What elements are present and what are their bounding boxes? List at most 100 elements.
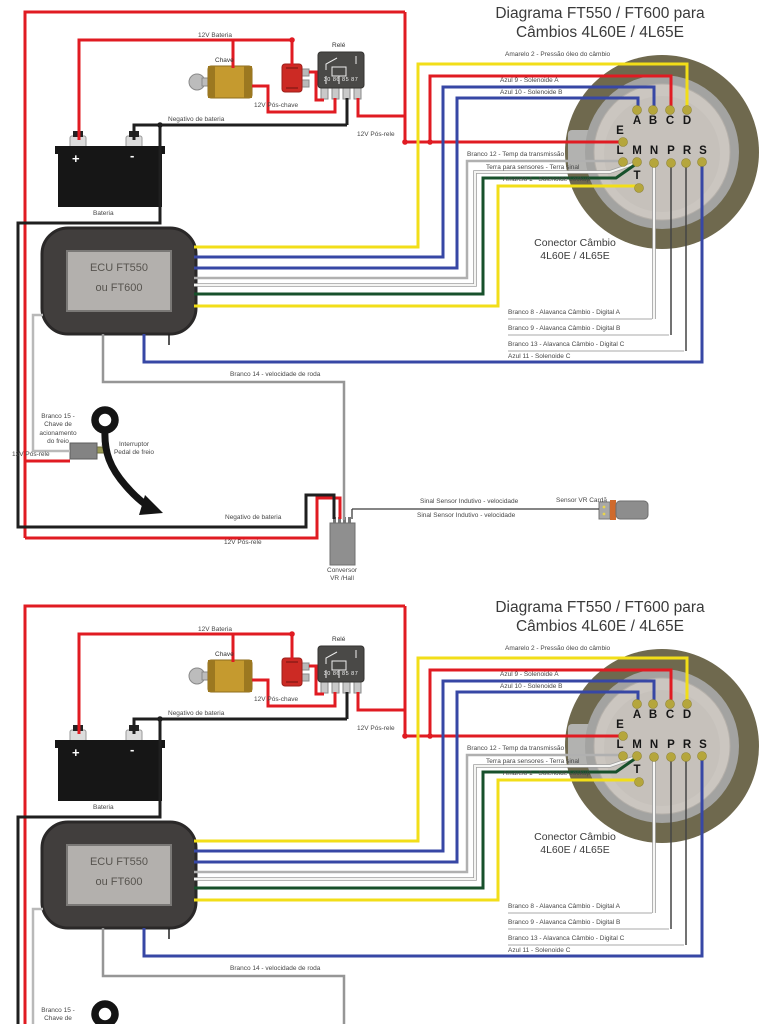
- relay-schematic: [325, 650, 357, 678]
- wire-label-azul10: Azul 10 - Solenoide B: [500, 683, 563, 690]
- pin-letter-m: M: [632, 145, 642, 157]
- relay-terminal-85: [342, 681, 351, 694]
- pedal-arm: [101, 426, 149, 508]
- junction-dot-red: [427, 139, 433, 145]
- blue-wires: [142, 85, 704, 364]
- wire-relay87-out: [356, 692, 405, 712]
- label-leader-lines: [508, 912, 684, 946]
- pedal-arrowhead: [139, 495, 163, 515]
- wire-label-branco12: Branco 12 - Temp da transmissão: [467, 745, 565, 752]
- junction-dots: [157, 631, 433, 739]
- converter-label: Conversor VR /Hall: [327, 567, 357, 583]
- wire-azul11: [142, 163, 704, 364]
- wiring-diagram-canvas: [16, 604, 759, 1024]
- battery-label: Bateria: [93, 804, 114, 811]
- wire-12v-pos-chave: [252, 678, 337, 708]
- pin-letter-n: N: [649, 739, 659, 751]
- blue-wires: [142, 679, 704, 958]
- battery-body: [58, 150, 162, 207]
- pin-dot-l: [618, 157, 628, 167]
- fuse-stripes: [286, 661, 298, 683]
- transmission-connector: [565, 55, 759, 249]
- wire-label-12v-bateria: 12V Bateria: [198, 32, 232, 39]
- key-cylinder-band-right: [244, 66, 252, 98]
- wire-label-branco14: Branco 14 - velocidade de roda: [230, 371, 321, 378]
- brake-switch-label: Interruptor Pedal de freio: [113, 441, 155, 457]
- wire-branco14: [101, 334, 346, 520]
- wire-pos-rele-to-pin-c: [428, 74, 673, 142]
- ecu-screen: [66, 250, 172, 312]
- ignition-key: [188, 65, 253, 99]
- battery: [55, 131, 165, 207]
- sensor-pin-dot: [602, 505, 606, 509]
- wiring-diagram-copy-1: Diagrama FT550 / FT600 para Câmbios 4L60…: [12, 5, 759, 583]
- battery-minus-symbol: -: [130, 742, 135, 757]
- relay-pin-numbers: 30 86 85 87: [323, 671, 359, 677]
- wire-label-branco13: Branco 13 - Alavanca Câmbio - Digital C: [508, 935, 625, 942]
- pin-dot-r: [681, 158, 691, 168]
- connector-label: Conector Câmbio 4L60E / 4L65E: [534, 237, 616, 262]
- wire-12v-bateria: [77, 632, 292, 734]
- wire-label-amarelo1: Amarelo 1 - Solenoide Lockup: [503, 176, 591, 183]
- battery-label: Bateria: [93, 210, 114, 217]
- connector-pin-dots: [618, 699, 707, 787]
- wire-label-negativo-top: Negativo de bateria: [168, 710, 225, 717]
- wire-label-azul11: Azul 11 - Solenoide C: [508, 947, 571, 954]
- wire-branco15: [31, 907, 43, 1024]
- wire-label-branco12: Branco 12 - Temp da transmissão: [467, 151, 565, 158]
- wire-pos-rele-to-pin-c: [428, 668, 673, 736]
- pin-dot-n: [649, 158, 659, 168]
- fuse: [281, 63, 310, 93]
- wire-relay87-out: [356, 98, 405, 118]
- ground-wires: [16, 98, 349, 529]
- key-label: Chave: [215, 651, 234, 658]
- wire-label-azul9: Azul 9 - Solenoide A: [500, 77, 559, 84]
- wire-label-branco9: Branco 9 - Alavanca Câmbio - Digital B: [508, 919, 621, 926]
- relay-terminal-87: [353, 87, 362, 100]
- converter-pin: [338, 517, 341, 524]
- pin-dot-n: [649, 752, 659, 762]
- relay-label: Relé: [332, 42, 346, 49]
- wire-label-azul9: Azul 9 - Solenoide A: [500, 671, 559, 678]
- battery-plus-symbol: +: [72, 151, 80, 166]
- vr-signal-wires: [351, 508, 599, 519]
- pin-dot-c: [665, 105, 675, 115]
- wire-label-branco15: Branco 15 - Chave de acionamento do frei…: [39, 413, 77, 446]
- pin-letter-p: P: [667, 145, 675, 157]
- sensor-orange-band: [610, 500, 616, 520]
- pin-letter-r: R: [682, 739, 692, 751]
- wire-azul10: [194, 96, 640, 270]
- wire-label-azul11: Azul 11 - Solenoide C: [508, 353, 571, 360]
- wire-azul10: [194, 690, 640, 864]
- wire-label-12v-bateria: 12V Bateria: [198, 626, 232, 633]
- ecu-label: ECU FT550 ou FT600: [89, 856, 149, 888]
- relay-terminal-85: [342, 87, 351, 100]
- wire-label-branco14: Branco 14 - velocidade de roda: [230, 965, 321, 972]
- converter-pin: [348, 517, 351, 524]
- wire-negativo-top: [132, 123, 347, 140]
- pin-letter-d: D: [682, 709, 692, 721]
- wire-terra-white: [194, 163, 634, 286]
- fuse: [281, 657, 310, 687]
- wire-label-branco8: Branco 8 - Alavanca Câmbio - Digital A: [508, 309, 620, 316]
- converter-body: [329, 522, 356, 566]
- wiring-diagram-canvas: [16, 10, 759, 566]
- ecu-box: [40, 820, 198, 930]
- pin-dot-m: [632, 157, 642, 167]
- wire-pos-rele-to-converter: [25, 496, 342, 540]
- junction-dot-red: [427, 733, 433, 739]
- wire-branco14: [101, 928, 346, 1024]
- pin-dot-t: [634, 777, 644, 787]
- wiring-diagram-copy-2: Diagrama FT550 / FT600 para Câmbios 4L60…: [0, 594, 768, 1024]
- relay-terminal-86: [331, 681, 340, 694]
- wire-label-branco8: Branco 8 - Alavanca Câmbio - Digital A: [508, 903, 620, 910]
- battery-body: [58, 744, 162, 801]
- wire-terra-sinal-green: [194, 162, 637, 296]
- wire-label-branco15: Branco 15 - Chave de acionamento do frei…: [39, 1007, 76, 1024]
- sensor-pin-dot: [602, 512, 606, 516]
- ecu-box: [40, 226, 198, 336]
- junction-dot-red: [289, 37, 295, 43]
- battery-minus-symbol: -: [130, 148, 135, 163]
- pin-letter-b: B: [648, 709, 658, 721]
- relay-pin-numbers: 30 86 85 87: [323, 77, 359, 83]
